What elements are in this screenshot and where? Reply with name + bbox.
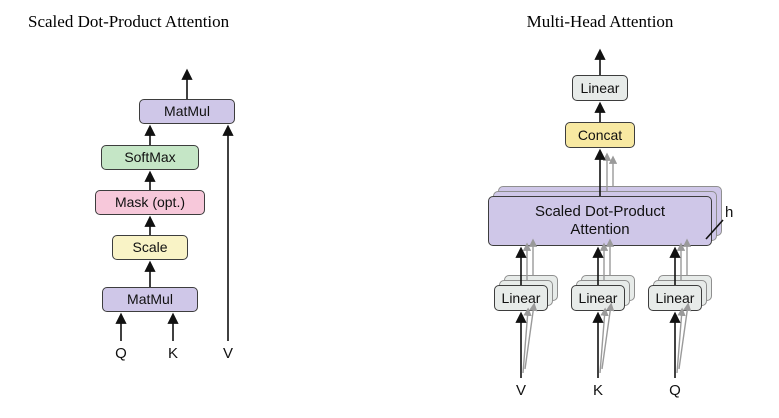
matmul-bottom-block: MatMul [102,287,198,312]
softmax-block: SoftMax [101,145,199,170]
linear-v-block: Linear [494,285,548,311]
left-diagram-title: Scaled Dot-Product Attention [28,12,230,31]
input-label-v-right: V [515,382,526,399]
matmul-top-block: MatMul [139,99,235,124]
linear-k-block: Linear [571,285,625,311]
input-label-q: Q [115,345,127,362]
input-label-k: K [167,345,178,362]
input-label-v: V [222,345,233,362]
scaled-dot-product-attention-block: Scaled Dot-Product Attention [488,196,712,246]
right-diagram-title: Multi-Head Attention [526,12,674,31]
head-count-label: h [725,204,734,221]
linear-output-block: Linear [572,75,628,101]
input-label-q-right: Q [669,382,681,399]
input-label-k-right: K [592,382,603,399]
mask-block: Mask (opt.) [95,190,205,215]
concat-block: Concat [565,122,635,148]
scale-block: Scale [112,235,188,260]
linear-q-block: Linear [648,285,702,311]
